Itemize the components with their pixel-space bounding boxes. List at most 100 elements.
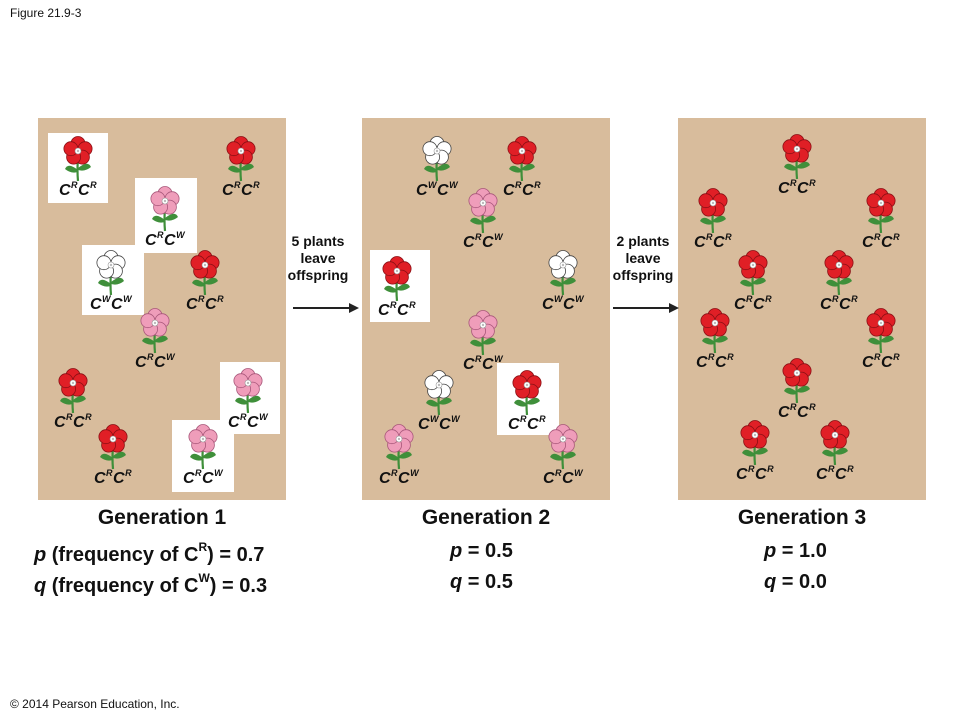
plant-red: CRCR — [816, 250, 862, 322]
plant-red: CRCR — [90, 424, 136, 496]
flower-icon — [422, 136, 452, 182]
flower-icon — [820, 420, 850, 466]
genotype-label: CRCR — [819, 294, 859, 313]
plant-red: CRCR — [732, 420, 778, 492]
figure-label: Figure 21.9-3 — [10, 6, 82, 20]
flower-icon — [140, 308, 170, 354]
flower-icon — [866, 188, 896, 234]
flower-icon — [190, 250, 220, 296]
genotype-label: CWCW — [415, 180, 459, 199]
flower-icon — [382, 256, 412, 302]
genotype-label: CRCW — [134, 352, 176, 371]
gen1-q-frequency: q (frequency of CW) = 0.3 — [34, 571, 268, 597]
copyright-notice: © 2014 Pearson Education, Inc. — [10, 697, 180, 711]
plant-red: CRCR — [182, 250, 228, 322]
plant-pink: CRCW — [132, 308, 178, 380]
plant-red: CRCR — [499, 136, 545, 208]
genotype-label: CRCR — [777, 178, 817, 197]
flower-icon — [548, 250, 578, 296]
genotype-label: CRCW — [144, 230, 186, 249]
flower-icon — [507, 136, 537, 182]
arrow-2-line-2: leave — [625, 250, 661, 266]
arrow-2-line-3: offspring — [612, 267, 674, 283]
plant-white: CWCW — [540, 250, 586, 322]
plant-red: CRCR — [730, 250, 776, 322]
genotype-label: CRCR — [502, 180, 542, 199]
flower-icon — [698, 188, 728, 234]
flower-icon — [740, 420, 770, 466]
plant-red: CRCR — [55, 136, 101, 208]
flower-icon — [468, 188, 498, 234]
genotype-label: CRCR — [377, 300, 417, 319]
flower-icon — [782, 358, 812, 404]
flower-icon — [700, 308, 730, 354]
genotype-label: CRCR — [507, 414, 547, 433]
arrow-1-line-3: offspring — [287, 267, 349, 283]
plant-red: CRCR — [218, 136, 264, 208]
arrow-2 — [613, 303, 679, 313]
generation-3-panel — [678, 118, 926, 500]
plant-red: CRCR — [774, 358, 820, 430]
flower-icon — [782, 134, 812, 180]
plant-white: CWCW — [88, 250, 134, 322]
gen3-p-frequency: p = 1.0 — [764, 540, 827, 562]
flower-icon — [424, 370, 454, 416]
arrow-1 — [293, 303, 359, 313]
flower-icon — [226, 136, 256, 182]
plant-red: CRCR — [50, 368, 96, 440]
gen2-q-frequency: q = 0.5 — [450, 571, 513, 593]
arrow-1-line-2: leave — [300, 250, 336, 266]
plant-pink: CRCW — [142, 186, 188, 258]
plant-pink: CRCW — [180, 424, 226, 496]
flower-icon — [548, 424, 578, 470]
genotype-label: CRCR — [695, 352, 735, 371]
flower-icon — [96, 250, 126, 296]
flower-icon — [738, 250, 768, 296]
plant-red: CRCR — [774, 134, 820, 206]
genotype-label: CRCR — [693, 232, 733, 251]
flower-icon — [384, 424, 414, 470]
plant-pink: CRCW — [540, 424, 586, 496]
gen2-p-frequency: p = 0.5 — [450, 540, 513, 562]
plant-red: CRCR — [812, 420, 858, 492]
genotype-label: CRCR — [185, 294, 225, 313]
genotype-label: CRCR — [58, 180, 98, 199]
flower-icon — [866, 308, 896, 354]
flower-icon — [824, 250, 854, 296]
plant-white: CWCW — [414, 136, 460, 208]
plant-red: CRCR — [504, 370, 550, 442]
flower-icon — [63, 136, 93, 182]
plant-pink: CRCW — [460, 310, 506, 382]
plant-red: CRCR — [858, 188, 904, 260]
genotype-label: CWCW — [417, 414, 461, 433]
gen1-p-frequency: p (frequency of CR) = 0.7 — [34, 540, 265, 566]
genotype-label: CRCR — [861, 352, 901, 371]
plant-red: CRCR — [858, 308, 904, 380]
plant-pink: CRCW — [376, 424, 422, 496]
arrow-1-line-1: 5 plants — [291, 233, 345, 249]
genotype-label: CWCW — [89, 294, 133, 313]
flower-icon — [188, 424, 218, 470]
plant-white: CWCW — [416, 370, 462, 442]
genotype-label: CRCW — [542, 468, 584, 487]
flower-icon — [233, 368, 263, 414]
gen3-q-frequency: q = 0.0 — [764, 571, 827, 593]
genotype-label: CRCW — [182, 468, 224, 487]
plant-pink: CRCW — [460, 188, 506, 260]
arrow-2-line-1: 2 plants — [616, 233, 670, 249]
genotype-label: CRCR — [733, 294, 773, 313]
genotype-label: CRCR — [861, 232, 901, 251]
generation-2-title: Generation 2 — [421, 506, 551, 529]
flower-icon — [98, 424, 128, 470]
genotype-label: CRCR — [777, 402, 817, 421]
plant-red: CRCR — [692, 308, 738, 380]
flower-icon — [512, 370, 542, 416]
genotype-label: CRCR — [53, 412, 93, 431]
genotype-label: CRCW — [462, 354, 504, 373]
generation-3-title: Generation 3 — [737, 506, 867, 529]
genotype-label: CRCW — [462, 232, 504, 251]
genotype-label: CRCW — [227, 412, 269, 431]
flower-icon — [58, 368, 88, 414]
flower-icon — [468, 310, 498, 356]
genotype-label: CRCR — [93, 468, 133, 487]
